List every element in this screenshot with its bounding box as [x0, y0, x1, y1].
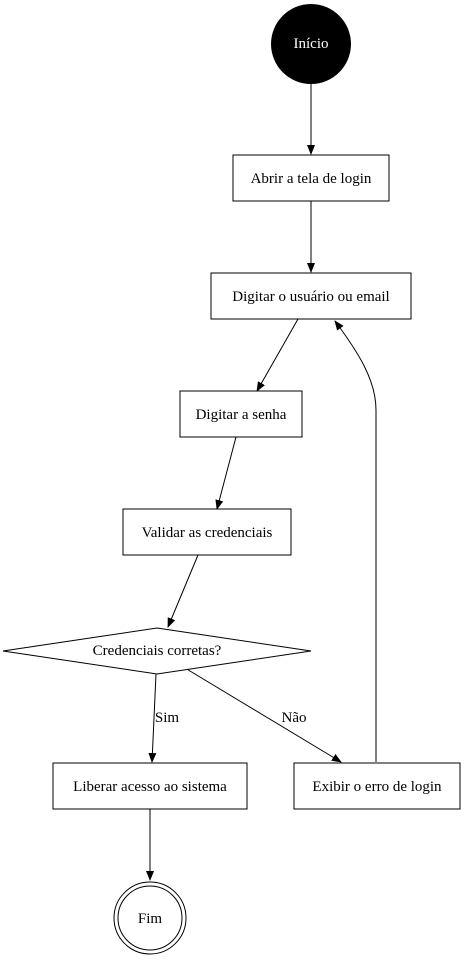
- start-circle: [271, 4, 351, 84]
- edge-decision-to-grant-access: [148, 673, 157, 763]
- edge-validate-to-decision: [167, 554, 199, 628]
- end-node: Fim: [113, 881, 187, 955]
- decision-label: Credenciais corretas?: [93, 643, 222, 659]
- action-enter-user: Digitar o usuário ou email: [210, 272, 412, 320]
- start-node: Início: [271, 4, 351, 84]
- start-label: Início: [294, 36, 329, 52]
- edges: [146, 84, 377, 881]
- action-enter-password-label: Digitar a senha: [196, 407, 287, 423]
- end-label: Fim: [138, 911, 163, 927]
- action-show-error-label: Exibir o erro de login: [312, 779, 442, 795]
- edge-show-error-back-to-enter-user: [334, 320, 377, 762]
- action-grant-access: Liberar acesso ao sistema: [52, 762, 248, 810]
- end-inner-circle: [117, 885, 183, 951]
- edge-label-yes: Sim: [155, 710, 180, 726]
- decision-diamond: [2, 627, 312, 675]
- edge-decision-to-show-error: [184, 667, 342, 763]
- action-validate-label: Validar as credenciais: [142, 525, 273, 541]
- action-open-login: Abrir a tela de login: [232, 154, 390, 202]
- action-validate: Validar as credenciais: [122, 508, 292, 556]
- action-enter-password: Digitar a senha: [179, 390, 303, 438]
- action-enter-user-label: Digitar o usuário ou email: [232, 289, 389, 305]
- action-show-error: Exibir o erro de login: [293, 762, 461, 810]
- edge-enter-user-to-enter-password: [256, 318, 299, 392]
- action-open-login-label: Abrir a tela de login: [251, 171, 372, 187]
- decision-node: Credenciais corretas?: [2, 627, 312, 675]
- action-grant-access-label: Liberar acesso ao sistema: [73, 779, 227, 795]
- edge-enter-password-to-validate: [215, 436, 237, 510]
- edge-label-no: Não: [282, 710, 307, 726]
